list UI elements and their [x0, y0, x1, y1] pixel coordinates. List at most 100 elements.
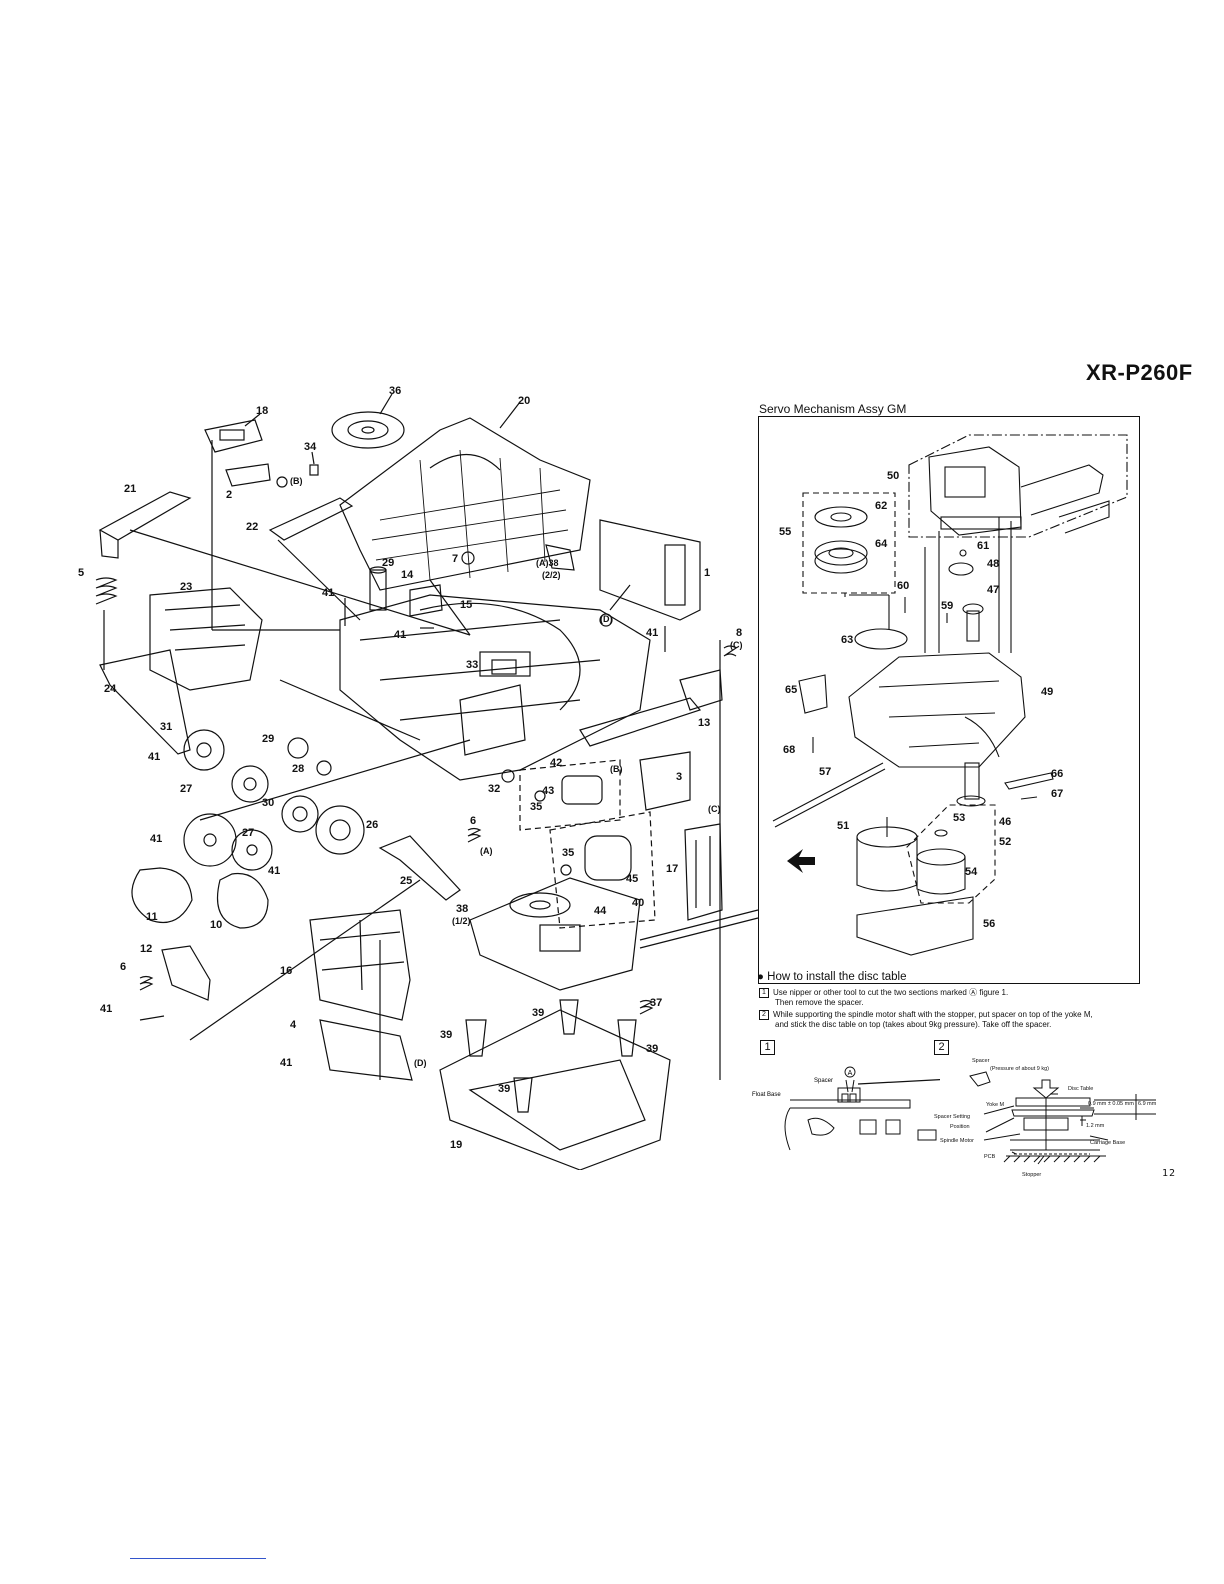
label-disc-table: Disc Table [1068, 1086, 1093, 1092]
install-instructions-title: ● How to install the disc table [757, 971, 907, 983]
svg-text:2: 2 [226, 489, 232, 501]
svg-text:(B): (B) [610, 764, 623, 774]
svg-text:28: 28 [292, 763, 304, 775]
step-1-line-1: Use nipper or other tool to cut the two … [773, 988, 1009, 998]
svg-text:62: 62 [875, 500, 887, 512]
svg-text:41: 41 [268, 865, 280, 877]
svg-text:29: 29 [382, 557, 394, 569]
step-2-line-2: and stick the disc table on top (takes a… [775, 1020, 1052, 1030]
svg-text:(1/2): (1/2) [452, 916, 471, 926]
svg-text:6: 6 [120, 961, 126, 973]
svg-text:41: 41 [394, 629, 406, 641]
label-spindle-motor: Spindle Motor [940, 1138, 974, 1144]
svg-text:34: 34 [304, 441, 317, 453]
svg-text:3: 3 [676, 771, 682, 783]
svg-text:1: 1 [704, 567, 710, 579]
svg-text:52: 52 [999, 836, 1011, 848]
svg-text:30: 30 [262, 797, 274, 809]
svg-text:45: 45 [626, 873, 638, 885]
step-number-box: 2 [759, 1010, 769, 1020]
svg-text:65: 65 [785, 684, 797, 696]
label-dim-6-9: 6.9 mm [1138, 1101, 1157, 1107]
svg-text:8: 8 [736, 627, 742, 639]
label-dim-gap: 0.9 mm ± 0.05 mm [1088, 1101, 1134, 1107]
label-float-base: Float Base [752, 1092, 781, 1098]
svg-text:46: 46 [999, 816, 1011, 828]
svg-text:14: 14 [401, 569, 414, 581]
svg-text:33: 33 [466, 659, 478, 671]
svg-text:39: 39 [498, 1083, 510, 1095]
svg-text:41: 41 [100, 1003, 112, 1015]
svg-text:11: 11 [146, 911, 158, 923]
svg-text:55: 55 [779, 526, 791, 538]
page-number: 12 [1162, 1168, 1177, 1179]
svg-text:32: 32 [488, 783, 500, 795]
svg-text:51: 51 [837, 820, 849, 832]
svg-text:41: 41 [280, 1057, 292, 1069]
svg-text:5: 5 [78, 567, 84, 579]
svg-text:39: 39 [646, 1043, 658, 1055]
cut-mark-letter: A [848, 1070, 853, 1077]
svg-text:(2/2): (2/2) [542, 570, 561, 580]
cut-mark-icon [844, 1066, 856, 1078]
servo-section-title: Servo Mechanism Assy GM [759, 402, 907, 416]
step-1-line-2: Then remove the spacer. [775, 998, 864, 1008]
svg-text:15: 15 [460, 599, 472, 611]
svg-text:10: 10 [210, 919, 222, 931]
svg-text:6: 6 [470, 815, 476, 827]
svg-text:26: 26 [366, 819, 378, 831]
svg-text:67: 67 [1051, 788, 1063, 800]
label-dim-1-2: 1.2 mm [1086, 1123, 1105, 1129]
svg-text:37: 37 [650, 997, 662, 1009]
svg-text:50: 50 [887, 470, 899, 482]
svg-text:17: 17 [666, 863, 678, 875]
label-spacer-fig1: Spacer [814, 1078, 833, 1084]
svg-text:41: 41 [646, 627, 658, 639]
svg-text:38: 38 [456, 903, 468, 915]
svg-text:61: 61 [977, 540, 989, 552]
svg-text:27: 27 [242, 827, 254, 839]
svg-text:(A)38: (A)38 [536, 558, 559, 568]
svg-text:41: 41 [148, 751, 160, 763]
svg-text:12: 12 [140, 943, 152, 955]
svg-text:53: 53 [953, 812, 965, 824]
svg-text:43: 43 [542, 785, 554, 797]
svg-text:63: 63 [841, 634, 853, 646]
svg-text:13: 13 [698, 717, 710, 729]
figure-2-label: 2 [934, 1040, 949, 1055]
svg-text:29: 29 [262, 733, 274, 745]
svg-text:68: 68 [783, 744, 795, 756]
svg-text:36: 36 [389, 385, 401, 397]
svg-text:47: 47 [987, 584, 999, 596]
svg-text:59: 59 [941, 600, 953, 612]
model-title: XR-P260F [1086, 360, 1193, 385]
label-position: Position [950, 1124, 970, 1130]
direction-arrow-icon [787, 849, 815, 873]
svg-text:39: 39 [440, 1029, 452, 1041]
svg-text:57: 57 [819, 766, 831, 778]
svg-text:24: 24 [104, 683, 117, 695]
svg-text:21: 21 [124, 483, 136, 495]
svg-text:27: 27 [180, 783, 192, 795]
svg-text:(C): (C) [708, 804, 721, 814]
svg-text:4: 4 [290, 1019, 297, 1031]
footer-rule [130, 1558, 266, 1559]
svg-text:35: 35 [530, 801, 542, 813]
svg-text:23: 23 [180, 581, 192, 593]
svg-text:41: 41 [322, 587, 334, 599]
svg-text:18: 18 [256, 405, 268, 417]
svg-text:64: 64 [875, 538, 888, 550]
svg-text:(B): (B) [290, 476, 303, 486]
label-pcb: PCB [984, 1154, 996, 1160]
svg-text:16: 16 [280, 965, 292, 977]
svg-text:20: 20 [518, 395, 530, 407]
svg-text:(A): (A) [480, 846, 493, 856]
svg-text:(D): (D) [414, 1058, 427, 1068]
label-yoke: Yoke M [986, 1102, 1005, 1108]
figure-2-drawing: Spacer (Pressure of about 9 kg) Disc Tab… [934, 1058, 1157, 1178]
servo-mechanism-box: 50 62 55 64 61 48 60 47 59 63 65 49 68 5… [758, 416, 1140, 984]
servo-exploded-diagram: 50 62 55 64 61 48 60 47 59 63 65 49 68 5… [772, 434, 1128, 956]
svg-text:(C): (C) [730, 640, 743, 650]
bullet-icon: ● [757, 971, 764, 983]
